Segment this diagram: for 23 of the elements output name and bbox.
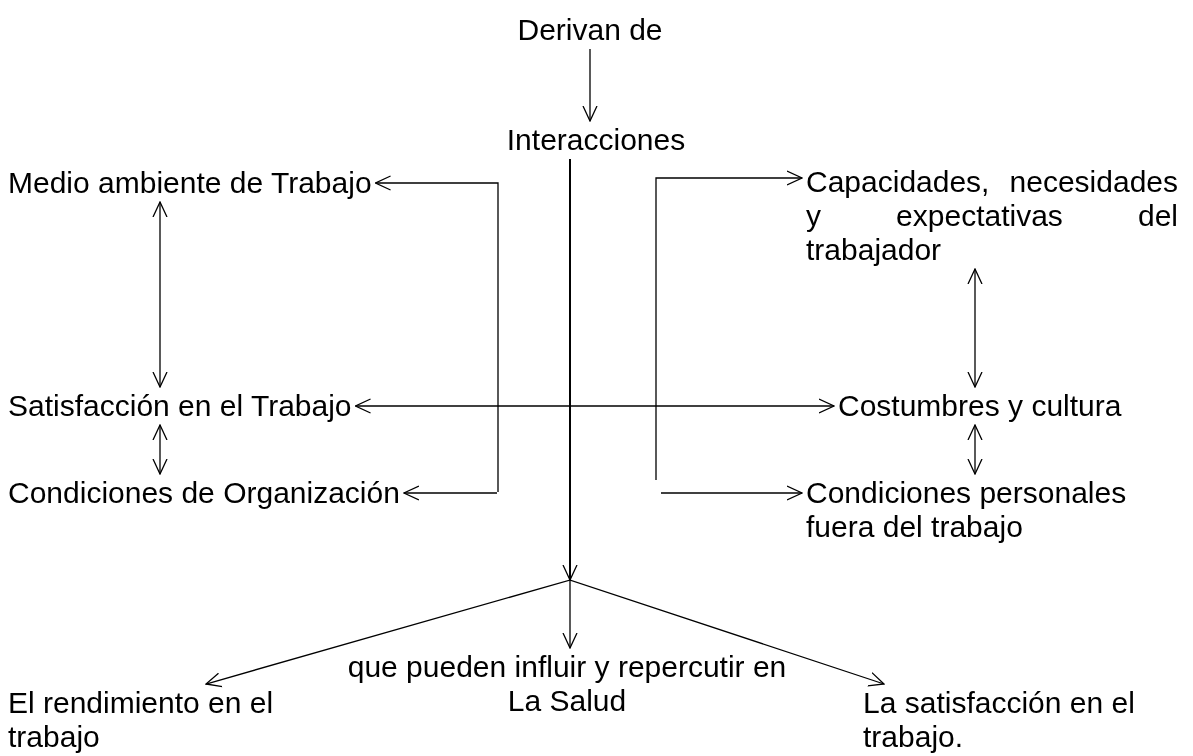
node-label: Medio ambiente de Trabajo [8,166,372,200]
node-label: que pueden influir y repercutir en [347,650,787,684]
arrow [660,485,803,501]
node-label: El rendimiento en el trabajo [8,686,308,754]
node-label: La Salud [507,684,627,718]
node-label: Capacidades, necesidades y expectativas del trabajador [806,165,1178,267]
node-label: Derivan de [517,13,663,47]
node-label: Costumbres y cultura [838,389,1122,423]
arrow [354,398,835,414]
arrow [569,158,885,687]
node-label: Condiciones de Organización [8,476,400,510]
arrow [967,268,983,388]
node-label: La satisfacción en el trabajo. [863,686,1163,754]
arrow [152,201,168,388]
arrow [403,485,498,501]
arrow [655,170,803,481]
arrow [152,424,168,475]
arrow [582,48,598,122]
node-label: Interacciones [506,123,686,157]
node-label: Satisfacción en el Trabajo [8,389,352,423]
arrow [374,175,499,493]
arrow [967,424,983,475]
node-label: Condiciones personales fuera del trabajo [806,476,1166,544]
